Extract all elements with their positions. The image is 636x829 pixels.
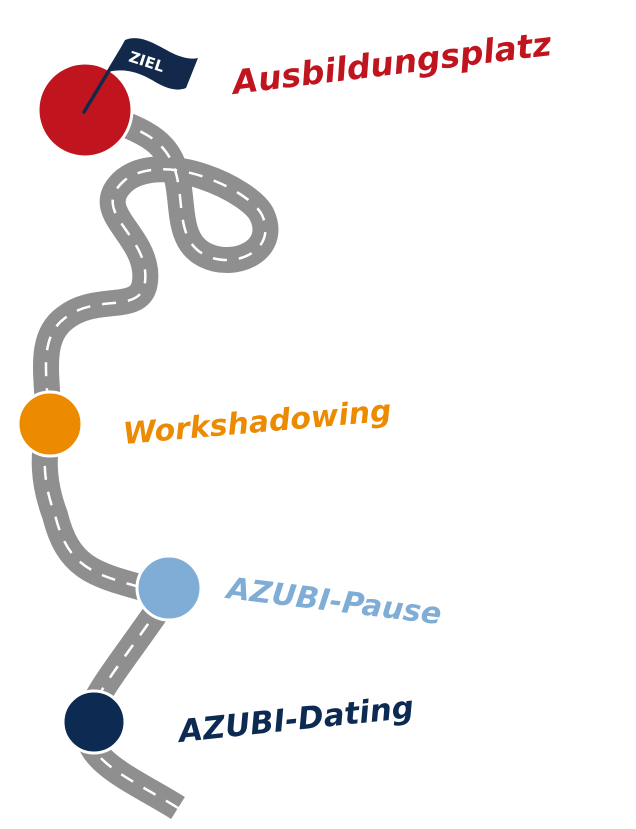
milestone-workshadowing: Workshadowing <box>16 390 393 458</box>
milestone-azubi-pause: AZUBI-Pause <box>135 554 443 632</box>
flag-cloth <box>108 38 198 90</box>
milestone-ausbildungsplatz: Ausbildungsplatz <box>36 24 554 159</box>
milestone-label: AZUBI-Pause <box>223 571 443 632</box>
milestone-marker <box>16 390 84 458</box>
milestone-label: AZUBI-Dating <box>174 689 415 750</box>
milestone-marker <box>61 689 127 755</box>
milestone-marker <box>135 554 203 622</box>
milestone-label: Workshadowing <box>122 394 393 452</box>
milestone-azubi-dating: AZUBI-Dating <box>61 689 416 755</box>
goal-flag-icon: ZIEL <box>82 38 198 114</box>
road-center-line <box>43 110 267 810</box>
milestone-label: Ausbildungsplatz <box>227 24 554 102</box>
road <box>27 95 283 823</box>
